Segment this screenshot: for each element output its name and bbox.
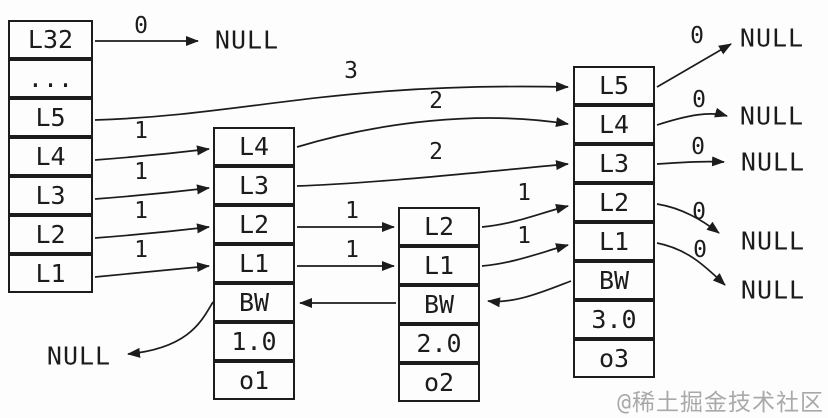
span-label: 2 <box>429 139 443 165</box>
node3-cell-score: 3.0 <box>573 300 655 339</box>
span-label: 1 <box>134 159 148 185</box>
header-cell-l3: L3 <box>8 176 93 215</box>
arrow-node3-bw-to-node2-bw <box>487 280 572 308</box>
arrow-l1-to-node1-l1 <box>94 262 210 278</box>
node3-cell-bw: BW <box>573 261 655 300</box>
span-label: 0 <box>134 13 148 39</box>
header-cell-l5: L5 <box>8 98 93 137</box>
node3-cell-l3: L3 <box>573 144 655 183</box>
span-label: 1 <box>345 237 359 263</box>
node1-cell-obj: o1 <box>213 361 295 400</box>
node3-cell-l5: L5 <box>573 66 655 105</box>
null-label: NULL <box>739 101 805 131</box>
span-label: 0 <box>692 87 706 113</box>
node2-cell-l1: L1 <box>398 246 480 285</box>
node2-cell-obj: o2 <box>398 363 480 402</box>
node3-cell-l4: L4 <box>573 105 655 144</box>
null-label: NULL <box>740 275 806 305</box>
arrow-l4-to-node1-l4 <box>94 145 210 161</box>
arrow-node3-l2-to-null <box>656 203 720 234</box>
node1-cell-l4: L4 <box>213 127 295 166</box>
watermark: @稀土掘金技术社区 <box>617 390 824 416</box>
skiplist-node-3: L5 L4 L3 L2 L1 BW 3.0 o3 <box>573 66 655 378</box>
null-label: NULL <box>739 23 805 53</box>
span-label: 0 <box>691 134 705 160</box>
header-cell-l1: L1 <box>8 254 93 293</box>
header-level-column: L32 ... L5 L4 L3 L2 L1 <box>8 20 93 293</box>
node1-cell-bw: BW <box>213 283 295 322</box>
node1-cell-score: 1.0 <box>213 322 295 361</box>
arrow-l5-to-node3-l5 <box>94 81 569 121</box>
null-label: NULL <box>740 147 806 177</box>
node1-cell-l3: L3 <box>213 166 295 205</box>
header-cell-l4: L4 <box>8 137 93 176</box>
span-label: 1 <box>517 223 531 249</box>
span-label: 1 <box>345 198 359 224</box>
span-label: 1 <box>134 118 148 144</box>
span-label: 0 <box>693 237 707 263</box>
arrow-node1-l3-to-node3-l3 <box>296 160 569 187</box>
span-label: 3 <box>344 58 358 84</box>
null-label: NULL <box>46 341 112 371</box>
skiplist-node-1: L4 L3 L2 L1 BW 1.0 o1 <box>213 127 295 400</box>
node3-cell-l1: L1 <box>573 222 655 261</box>
skiplist-node-2: L2 L1 BW 2.0 o2 <box>398 207 480 402</box>
arrow-l3-to-node1-l3 <box>94 184 210 200</box>
arrow-node3-l5-to-null <box>656 43 732 88</box>
span-label: 2 <box>429 88 443 114</box>
node2-cell-bw: BW <box>398 285 480 324</box>
null-label: NULL <box>214 25 280 55</box>
span-label: 1 <box>134 198 148 224</box>
arrow-node1-bw-to-null <box>127 301 214 358</box>
span-label: 0 <box>690 23 704 49</box>
arrow-node1-l4-to-node3-l4 <box>296 117 569 148</box>
header-cell-ellipsis: ... <box>8 59 93 98</box>
arrow-node3-l1-to-null <box>656 242 726 286</box>
arrow-l2-to-node1-l2 <box>94 223 210 239</box>
node3-cell-l2: L2 <box>573 183 655 222</box>
header-cell-l2: L2 <box>8 215 93 254</box>
span-label: 1 <box>134 237 148 263</box>
arrow-node2-l2-to-node3-l2 <box>481 204 569 228</box>
arrow-node2-l1-to-node3-l1 <box>481 243 569 267</box>
span-label: 1 <box>517 180 531 206</box>
header-cell-l32: L32 <box>8 20 93 59</box>
span-label: 0 <box>692 199 706 225</box>
node2-cell-score: 2.0 <box>398 324 480 363</box>
node2-cell-l2: L2 <box>398 207 480 246</box>
node3-cell-obj: o3 <box>573 339 655 378</box>
null-label: NULL <box>740 226 806 256</box>
arrow-node3-l3-to-null <box>656 156 725 167</box>
arrow-node3-l4-to-null <box>656 107 728 126</box>
node1-cell-l2: L2 <box>213 205 295 244</box>
node1-cell-l1: L1 <box>213 244 295 283</box>
